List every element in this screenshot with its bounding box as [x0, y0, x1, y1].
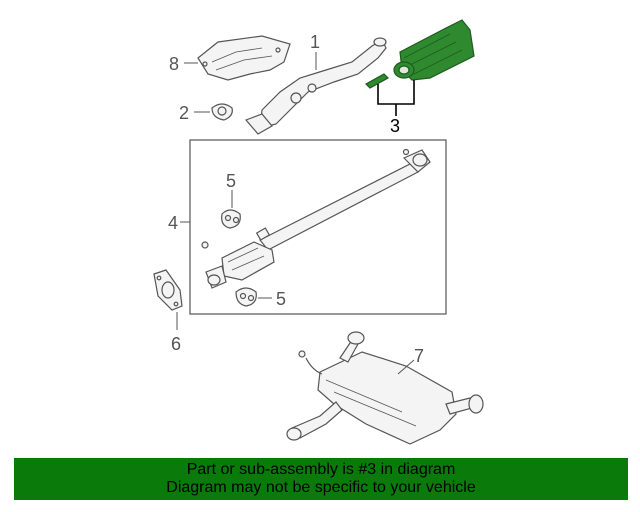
- callout-5b: 5: [276, 289, 286, 309]
- part-5-hanger-upper[interactable]: [221, 209, 241, 229]
- banner-line-1: Part or sub-assembly is #3 in diagram: [186, 461, 456, 478]
- exhaust-parts-diagram: 8 1 2 3 4: [153, 19, 484, 445]
- part-2-gasket[interactable]: [211, 103, 233, 121]
- part-4-center-pipe[interactable]: [201, 148, 431, 289]
- callout-1: 1: [310, 32, 320, 52]
- callout-6: 6: [171, 334, 181, 354]
- callout-5a: 5: [226, 171, 236, 191]
- banner-line-2: Diagram may not be specific to your vehi…: [166, 479, 476, 496]
- leader-3: [377, 80, 415, 116]
- part-4-group-box: [189, 139, 447, 315]
- callout-2: 2: [179, 103, 189, 123]
- callout-4: 4: [168, 213, 178, 233]
- info-banner: Part or sub-assembly is #3 in diagram Di…: [14, 458, 628, 500]
- leader-7: [397, 359, 415, 375]
- callout-3: 3: [390, 116, 400, 136]
- part-8-heat-shield[interactable]: [197, 35, 291, 81]
- part-7-muffler[interactable]: [286, 331, 484, 445]
- part-3-catalytic-converter[interactable]: [365, 19, 475, 89]
- callout-7: 7: [414, 346, 424, 366]
- callout-8: 8: [169, 54, 179, 74]
- part-1-front-pipe[interactable]: [244, 37, 387, 135]
- part-5-hanger-lower[interactable]: [235, 287, 257, 307]
- part-6-gasket[interactable]: [153, 269, 183, 311]
